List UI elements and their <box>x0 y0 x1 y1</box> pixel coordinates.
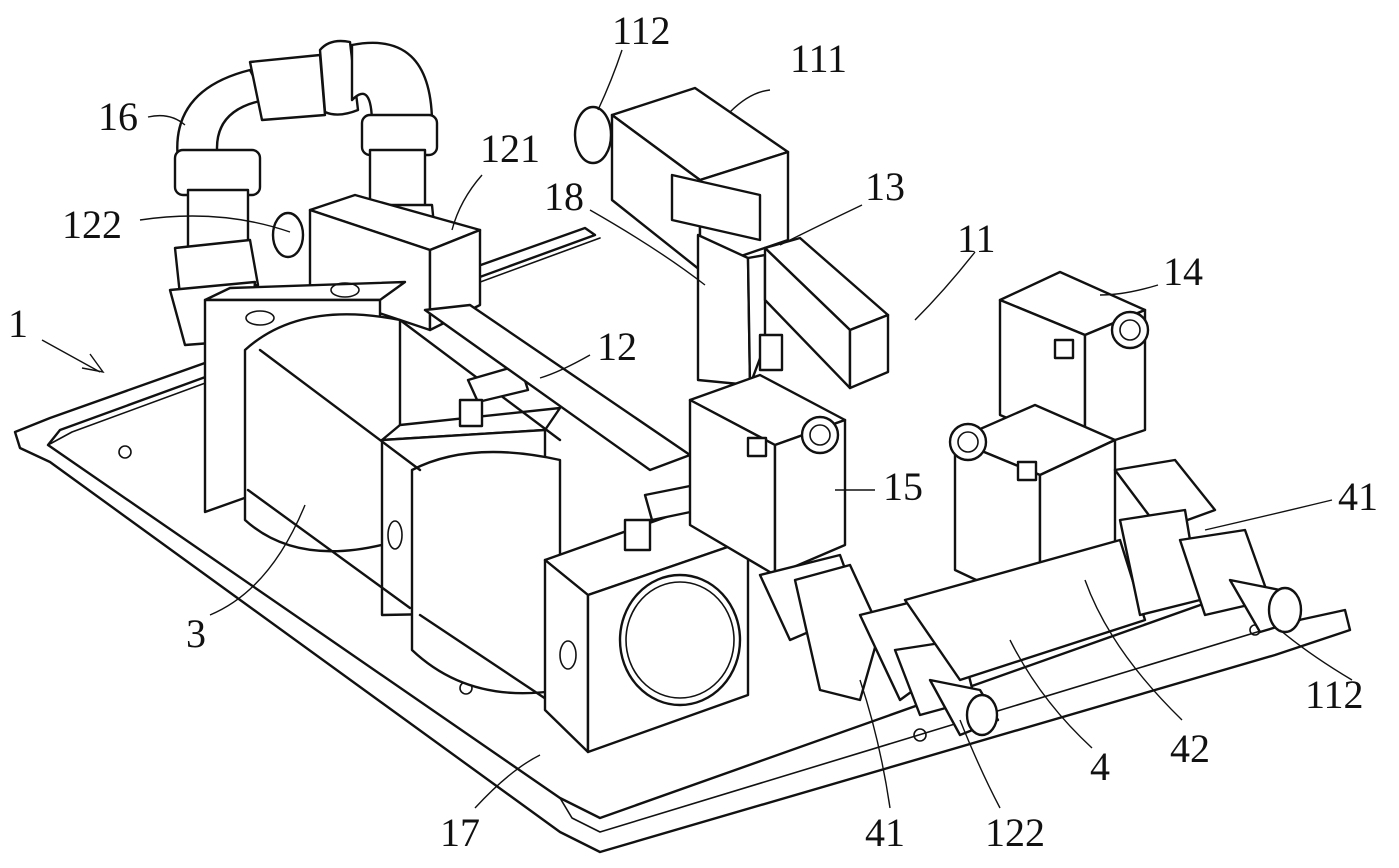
leader-4 <box>1009 639 1093 749</box>
leader-17 <box>474 754 541 809</box>
solenoid-111 <box>573 86 790 272</box>
leader-42 <box>1084 579 1183 721</box>
label-18: 18 <box>544 174 584 219</box>
label-14: 14 <box>1163 249 1203 294</box>
label-121: 121 <box>480 126 540 171</box>
label-3: 3 <box>186 611 206 656</box>
leader-121 <box>451 174 483 231</box>
label-4: 4 <box>1090 744 1110 789</box>
label-112-right: 112 <box>1305 672 1364 717</box>
leader-112-top <box>597 49 623 111</box>
label-122-left: 122 <box>62 202 122 247</box>
block-13 <box>758 236 890 390</box>
label-16: 16 <box>98 94 138 139</box>
valve-15 <box>688 373 847 577</box>
label-15: 15 <box>883 464 923 509</box>
leader-3 <box>209 504 306 616</box>
label-11: 11 <box>957 216 996 261</box>
leader-111 <box>729 89 771 113</box>
label-111: 111 <box>790 36 847 81</box>
cylinder-3 <box>203 280 750 754</box>
leader-13 <box>779 204 863 246</box>
leader-14 <box>1099 284 1159 296</box>
leader-41-bottom <box>859 679 891 809</box>
valve-14 <box>998 270 1150 452</box>
manifold-4 <box>758 458 1303 737</box>
label-41-right: 41 <box>1338 474 1378 519</box>
label-17: 17 <box>440 810 480 855</box>
label-41-bottom: 41 <box>865 810 905 855</box>
leader-1 <box>41 339 101 373</box>
label-122-bottom: 122 <box>985 810 1045 855</box>
leader-18 <box>589 209 706 286</box>
leader-lines <box>41 49 1353 809</box>
leader-112-right <box>1279 629 1353 681</box>
label-1: 1 <box>8 301 28 346</box>
leader-11 <box>914 251 976 321</box>
leader-1-arrow <box>81 353 105 374</box>
leader-122-left <box>139 215 291 233</box>
bracket-18 <box>696 233 767 387</box>
leader-122-bottom <box>959 719 1001 809</box>
reference-labels: 1 16 112 111 121 122 18 13 11 14 12 15 4… <box>8 8 1378 855</box>
label-12: 12 <box>597 324 637 369</box>
leader-16 <box>147 114 186 126</box>
label-112-top: 112 <box>612 8 671 53</box>
leader-41-right <box>1204 499 1333 531</box>
label-42: 42 <box>1170 726 1210 771</box>
leader-12 <box>539 354 591 379</box>
label-13: 13 <box>865 164 905 209</box>
